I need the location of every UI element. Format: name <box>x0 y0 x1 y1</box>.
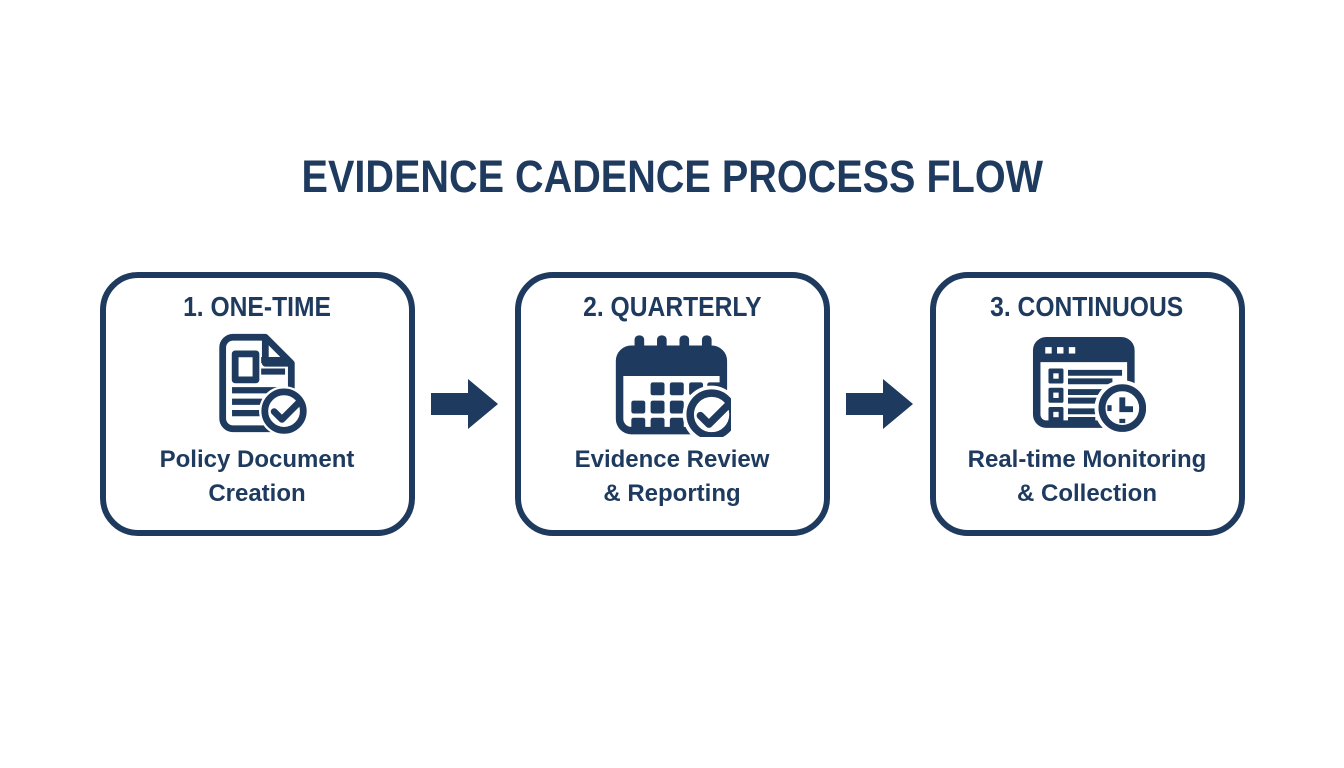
step-label-line1: Policy Document <box>159 446 355 473</box>
step-box-quarterly: 2. QUARTERLY <box>514 272 830 536</box>
step-heading-text: 2. QUARTERLY <box>582 291 762 322</box>
window-checklist-clock-icon <box>1028 326 1146 440</box>
step-label: Real-time Monitoring & Collection <box>968 443 1207 511</box>
step-label: Policy Document Creation <box>160 443 355 511</box>
calendar-check-icon <box>613 326 731 440</box>
step-box-one-time: 1. ONE-TIME <box>99 272 415 536</box>
page-title: EVIDENCE CADENCE PROCESS FLOW <box>0 151 1344 203</box>
step-label-line2: & Collection <box>1016 480 1157 507</box>
step-heading: 2. QUARTERLY <box>571 291 774 323</box>
document-check-icon <box>205 326 309 440</box>
step-heading: 1. ONE-TIME <box>173 291 341 323</box>
step-heading-text: 3. CONTINUOUS <box>990 291 1184 322</box>
step-heading-text: 1. ONE-TIME <box>183 291 331 322</box>
step-label-line1: Real-time Monitoring <box>967 446 1207 473</box>
step-label-line2: & Reporting <box>603 480 741 507</box>
step-label-line2: Creation <box>208 480 306 507</box>
step-box-continuous: 3. CONTINUOUS <box>929 272 1245 536</box>
right-arrow-icon <box>845 378 914 430</box>
step-heading: 3. CONTINUOUS <box>977 291 1196 323</box>
process-flow-row: 1. ONE-TIME <box>0 272 1344 536</box>
page-title-text: EVIDENCE CADENCE PROCESS FLOW <box>301 151 1043 203</box>
right-arrow-icon <box>430 378 499 430</box>
step-label-line1: Evidence Review <box>574 446 770 473</box>
step-label: Evidence Review & Reporting <box>575 443 770 511</box>
